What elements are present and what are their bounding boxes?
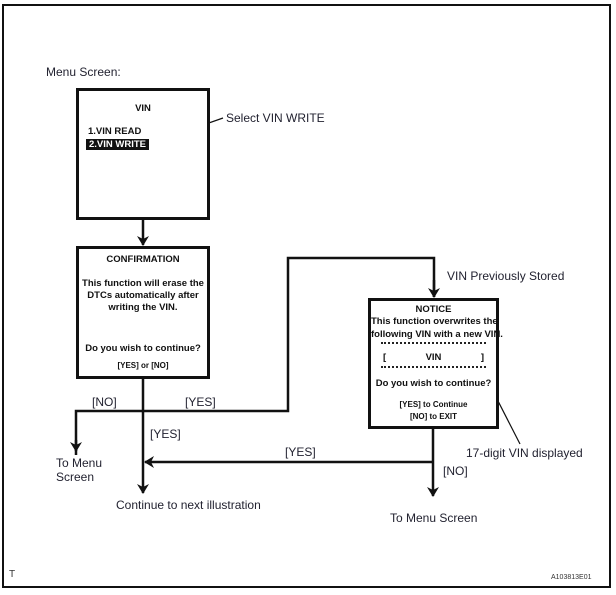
no-exit-label: [NO]	[443, 464, 468, 478]
notice-option-yes[interactable]: [YES] to Continue	[399, 400, 468, 409]
confirmation-box: CONFIRMATION This function will erase th…	[76, 246, 210, 379]
menu-item-vin-write[interactable]: 2.VIN WRITE	[86, 139, 150, 150]
dotted-separator-bottom	[381, 366, 486, 368]
figure-id: A103813E01	[551, 574, 592, 581]
continue-next-illustration: Continue to next illustration	[116, 498, 261, 512]
notice-line-1: This function overwrites the	[371, 316, 498, 327]
notice-title: NOTICE	[415, 304, 452, 315]
to-menu-screen-left-line-2: Screen	[56, 470, 95, 484]
menu-title: VIN	[135, 103, 151, 114]
yes-return-label: [YES]	[285, 445, 316, 459]
branch-line	[74, 256, 436, 455]
vin-previously-stored-label: VIN Previously Stored	[447, 269, 565, 283]
to-menu-screen-left-line-1: To Menu	[56, 456, 103, 470]
no-branch-label: [NO]	[92, 395, 117, 409]
dotted-separator-top	[381, 342, 486, 344]
menu-screen-label: Menu Screen:	[46, 65, 121, 79]
notice-option-no[interactable]: [NO] to EXIT	[409, 412, 458, 421]
confirmation-question: Do you wish to continue?	[85, 343, 201, 354]
vin-bracket-open: [	[383, 352, 387, 363]
confirmation-line-1: This function will erase the	[82, 278, 204, 289]
diagram-frame	[2, 4, 611, 588]
confirmation-options[interactable]: [YES] or [NO]	[117, 361, 169, 370]
yes-down-label: [YES]	[150, 427, 181, 441]
corner-mark: T	[9, 569, 16, 580]
confirmation-title: CONFIRMATION	[106, 254, 180, 265]
to-menu-screen-right: To Menu Screen	[390, 511, 478, 525]
vin-field: VIN	[425, 352, 442, 363]
vin-bracket-close: ]	[480, 352, 484, 363]
confirmation-line-3: writing the VIN.	[108, 302, 178, 313]
select-vin-write-label: Select VIN WRITE	[226, 111, 325, 125]
yes-branch-label: [YES]	[185, 395, 216, 409]
notice-box: NOTICE This function overwrites the foll…	[368, 298, 503, 429]
notice-line-2: following VIN with a new VIN.	[371, 329, 503, 340]
confirmation-line-2: DTCs automatically after	[87, 290, 199, 301]
menu-screen-box: VIN 1.VIN READ 2.VIN WRITE	[76, 88, 210, 220]
menu-item-vin-read[interactable]: 1.VIN READ	[88, 126, 142, 137]
vin-displayed-label: 17-digit VIN displayed	[466, 446, 583, 460]
notice-question: Do you wish to continue?	[375, 378, 492, 389]
